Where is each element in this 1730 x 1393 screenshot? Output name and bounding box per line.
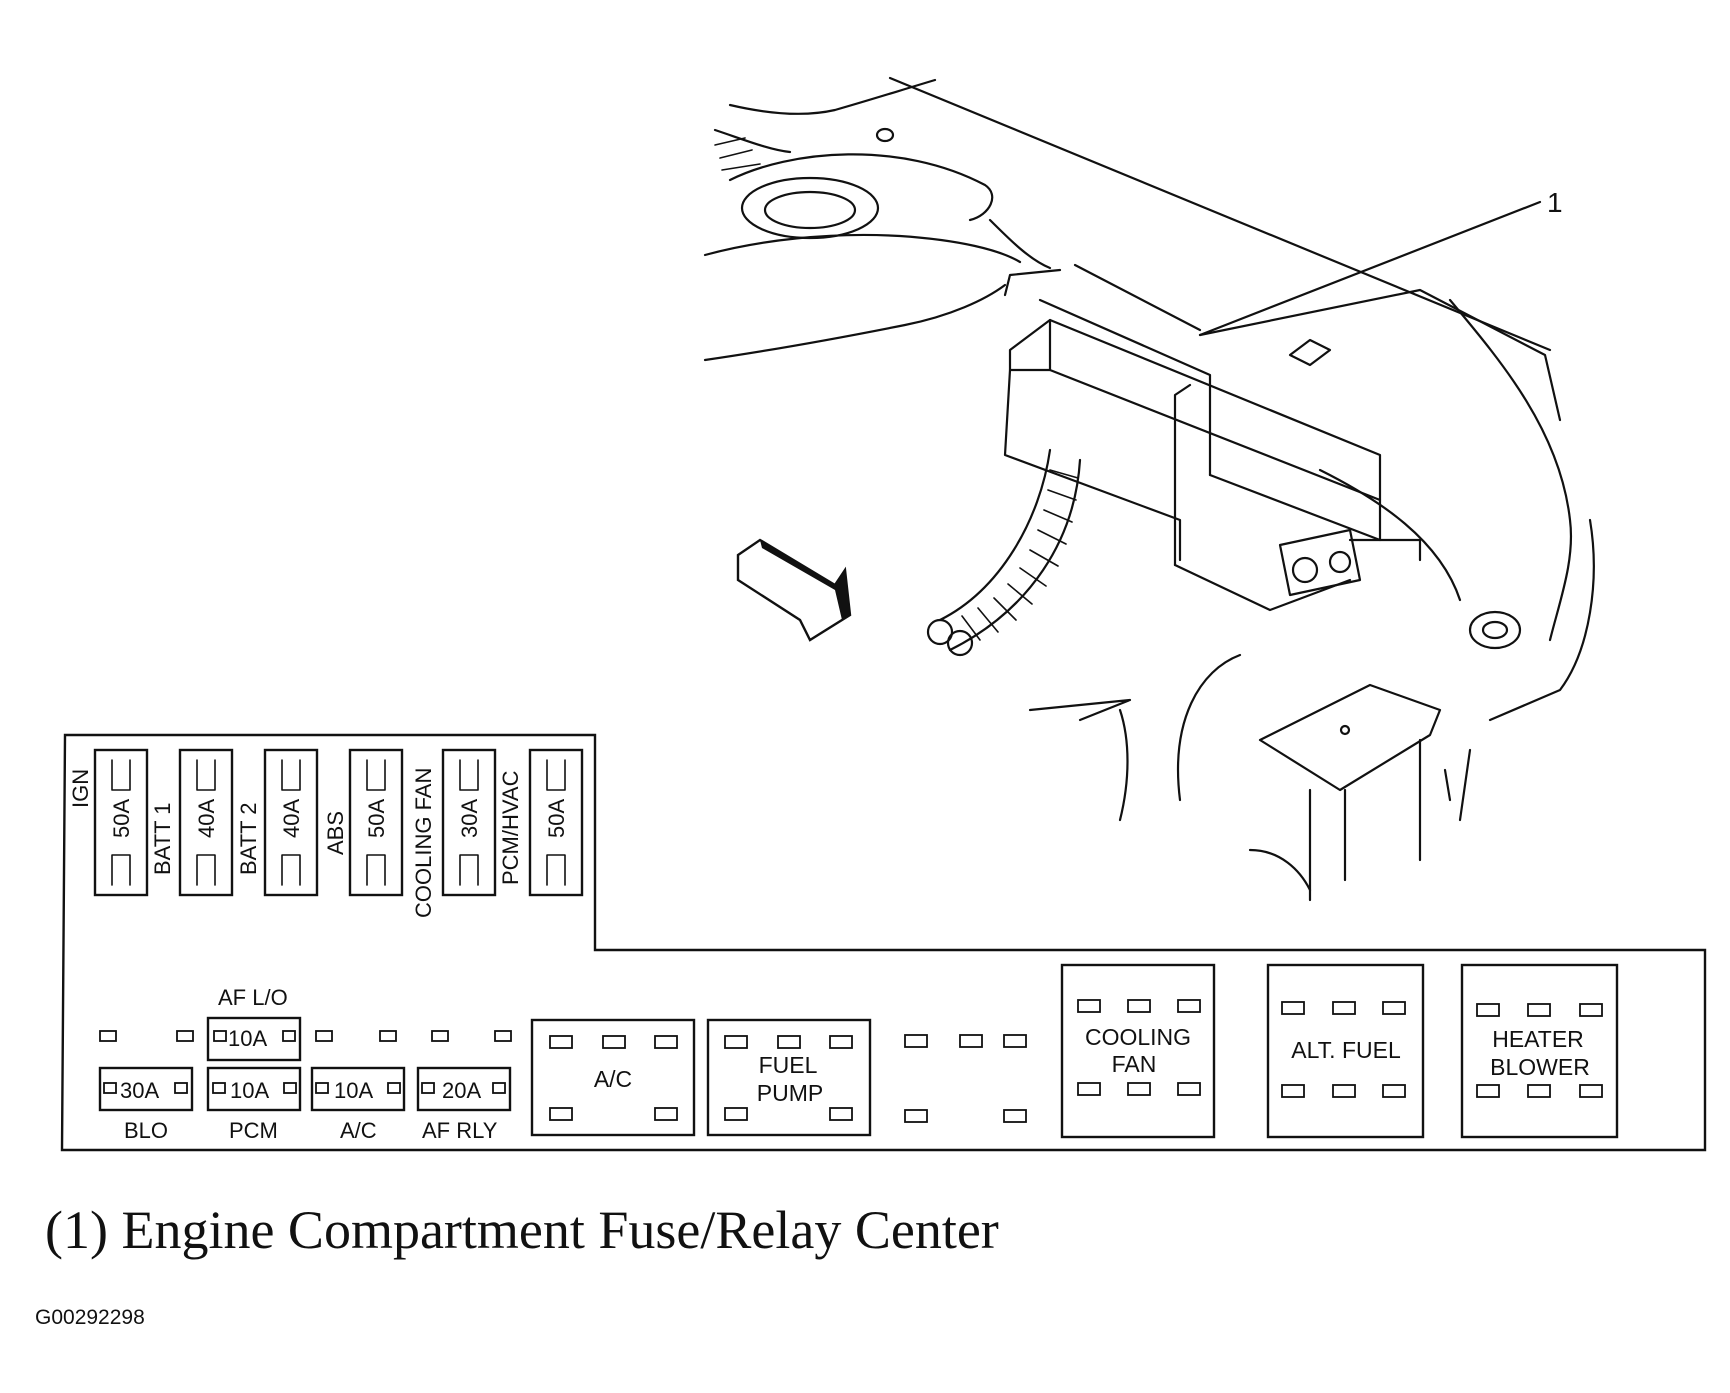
- relay-label-heater-blower-line2: BLOWER: [1490, 1054, 1590, 1080]
- maxi-fuse-cooling-fan: [441, 748, 497, 897]
- relay-alt-fuel: [1266, 963, 1425, 1139]
- mini-fuse-amps-pcm: 10A: [230, 1078, 269, 1103]
- mini-fuse-af-lo: [206, 1016, 302, 1062]
- relay-heater-blower: [1460, 963, 1619, 1139]
- callout-leader-line: [1198, 200, 1542, 337]
- relay-label-fuel-pump-line1: FUEL: [759, 1052, 818, 1078]
- fuse-label-af-rly: AF RLY: [422, 1118, 498, 1143]
- mini-fuse-amps-af-lo: 10A: [228, 1026, 267, 1051]
- empty-fuse-cavities: [99, 1030, 1027, 1123]
- fuse-label-af-lo: AF L/O: [218, 985, 288, 1010]
- mini-fuse-amps-af-rly: 20A: [442, 1078, 481, 1103]
- relay-label-cooling-fan-line1: COOLING: [1085, 1024, 1191, 1050]
- figure-id: G00292298: [35, 1306, 145, 1329]
- mini-fuse-af-rly: [416, 1066, 512, 1112]
- relay-label-ac: A/C: [594, 1066, 632, 1092]
- relay-label-alt-fuel: ALT. FUEL: [1291, 1037, 1401, 1063]
- maxi-fuse-batt-2: [263, 748, 319, 897]
- relay-fuel-pump: [706, 1018, 872, 1137]
- maxi-fuse-label-ign: IGN: [68, 769, 93, 808]
- maxi-fuse-amps-abs: 50A: [364, 799, 389, 838]
- mini-fuse-amps-blo: 30A: [120, 1078, 159, 1103]
- engine-compartment-illustration: [703, 76, 1595, 902]
- maxi-fuse-label-cooling-fan: COOLING FAN: [411, 768, 436, 918]
- relay-cooling-fan: [1060, 963, 1216, 1139]
- figure-caption: (1) Engine Compartment Fuse/Relay Center: [45, 1200, 999, 1260]
- maxi-fuse-amps-batt-1: 40A: [194, 799, 219, 838]
- callout-number: 1: [1547, 187, 1563, 218]
- maxi-fuse-amps-batt-2: 40A: [279, 799, 304, 838]
- maxi-fuse-amps-pcm-hvac: 50A: [544, 799, 569, 838]
- fuse-label-ac: A/C: [340, 1118, 377, 1143]
- relay-ac: [530, 1018, 696, 1137]
- mini-fuse-amps-ac: 10A: [334, 1078, 373, 1103]
- maxi-fuse-amps-ign: 50A: [109, 799, 134, 838]
- maxi-fuse-ign: [93, 748, 149, 897]
- relay-label-cooling-fan-line2: FAN: [1112, 1051, 1157, 1077]
- view-direction-arrow: [736, 538, 852, 642]
- maxi-fuse-pcm-hvac: [528, 748, 584, 897]
- maxi-fuse-label-batt-2: BATT 2: [236, 802, 261, 875]
- mini-fuse-pcm: [206, 1066, 302, 1112]
- relay-label-heater-blower-line1: HEATER: [1492, 1026, 1584, 1052]
- fuse-label-blo: BLO: [124, 1118, 168, 1143]
- fuse-label-pcm: PCM: [229, 1118, 278, 1143]
- maxi-fuse-label-pcm-hvac: PCM/HVAC: [498, 770, 523, 885]
- mini-fuse-blo: [98, 1066, 194, 1112]
- mini-fuse-ac: [310, 1066, 406, 1112]
- relay-label-fuel-pump-line2: PUMP: [757, 1080, 823, 1106]
- maxi-fuse-abs: [348, 748, 404, 897]
- maxi-fuse-amps-cooling-fan: 30A: [457, 799, 482, 838]
- maxi-fuse-label-batt-1: BATT 1: [150, 802, 175, 875]
- maxi-fuse-batt-1: [178, 748, 234, 897]
- maxi-fuse-label-abs: ABS: [323, 811, 348, 855]
